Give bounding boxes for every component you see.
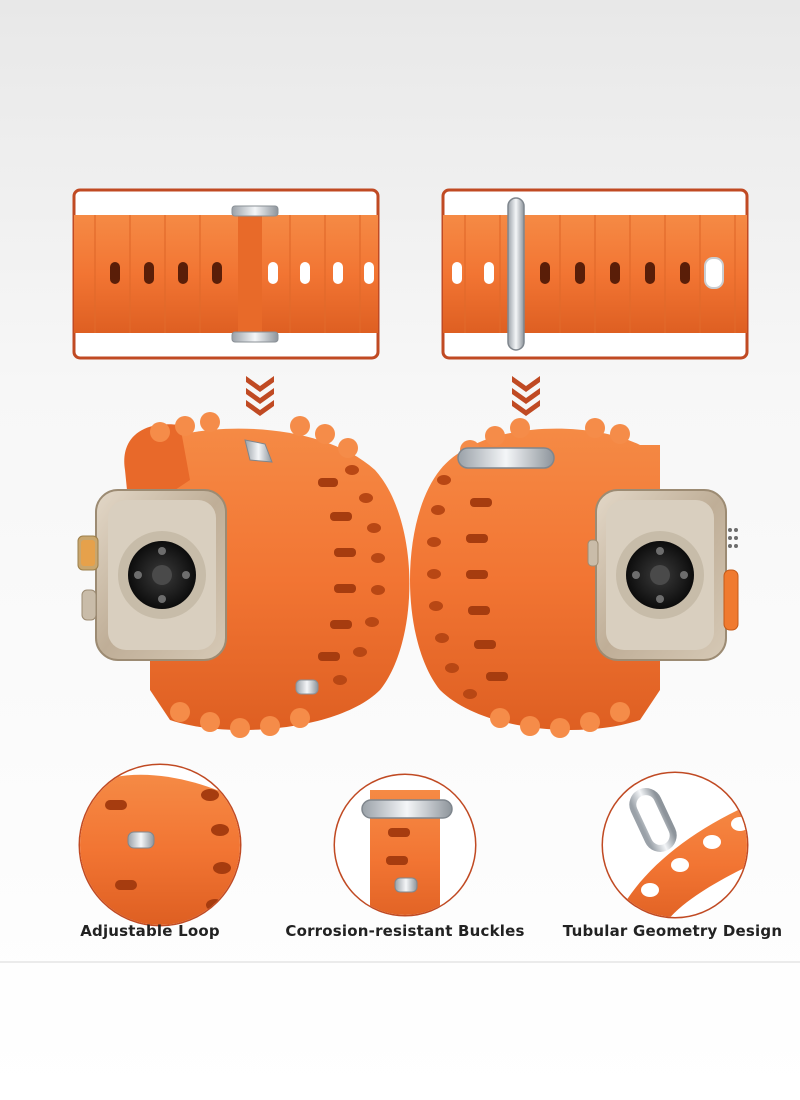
chevron-down-icon <box>246 376 274 416</box>
feature-label-buckles: Corrosion-resistant Buckles <box>285 922 525 940</box>
band-closeup-adjustable-loop-icon <box>78 763 242 927</box>
feature-label-tubular: Tubular Geometry Design <box>562 922 783 940</box>
band-closeup-buckle-icon <box>333 773 477 917</box>
band-closeup-tubular-icon <box>601 771 749 919</box>
feature-label-adjustable-loop: Adjustable Loop <box>80 922 220 940</box>
top-right-band-panel <box>441 188 749 360</box>
left-watch <box>77 412 410 738</box>
right-watch <box>410 418 739 738</box>
top-left-band-panel <box>72 188 380 360</box>
chevron-down-icon <box>512 376 540 416</box>
